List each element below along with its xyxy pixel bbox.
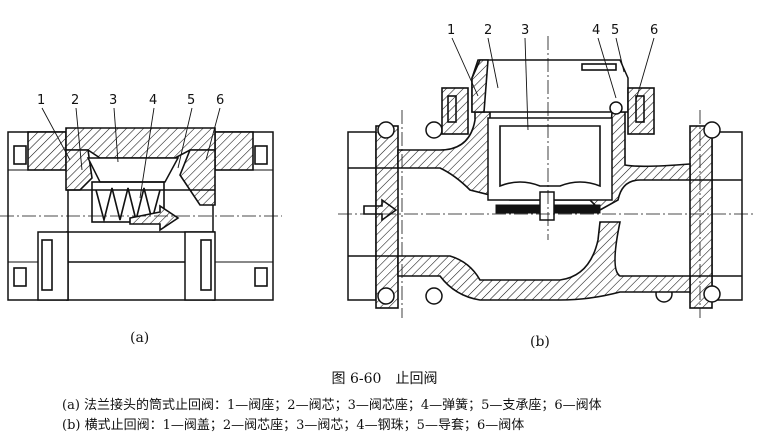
diagram-a-label: (a) [130, 330, 149, 346]
figure-title: 图 6-60 止回阀 [331, 371, 438, 387]
left-flange-face-a [27, 131, 67, 171]
diagram-a: 1 2 3 4 5 6 (a) [0, 93, 282, 346]
valve-core-a [86, 157, 180, 183]
callout-a-2: 2 [71, 93, 79, 108]
right-flange-face-a [214, 131, 254, 171]
steel-ball-b [609, 101, 623, 115]
bonnet-b [471, 59, 629, 113]
callout-a-4: 4 [149, 93, 157, 108]
valve-body-lower-b [397, 221, 691, 301]
callout-b-4: 4 [592, 23, 600, 38]
callout-a-1: 1 [37, 93, 45, 108]
spring-a [95, 187, 161, 224]
left-flange-b [347, 131, 377, 301]
legend-b: (b) 横式止回阀：1—阀盖；2—阀芯座；3—阀芯；4—钢珠；5—导套；6—阀体 [62, 418, 525, 433]
diagram-b: 1 2 3 4 5 6 (b) [338, 23, 756, 350]
diagram-b-label: (b) [530, 334, 550, 350]
right-flange-b [711, 131, 743, 301]
callout-b-6: 6 [650, 23, 658, 38]
valve-core-b [487, 117, 613, 201]
valve-seat-a [65, 149, 93, 191]
support-seat-a [179, 149, 216, 206]
callout-b-2: 2 [484, 23, 492, 38]
legend-a: (a) 法兰接头的筒式止回阀：1—阀座；2—阀芯；3—阀芯座；4—弹簧；5—支承… [62, 398, 602, 413]
callout-b-3: 3 [521, 23, 529, 38]
callout-b-5: 5 [611, 23, 619, 38]
callout-a-6: 6 [216, 93, 224, 108]
callout-a-5: 5 [187, 93, 195, 108]
guide-sleeve-b [581, 63, 617, 71]
callout-b-1: 1 [447, 23, 455, 38]
callout-a-3: 3 [109, 93, 117, 108]
